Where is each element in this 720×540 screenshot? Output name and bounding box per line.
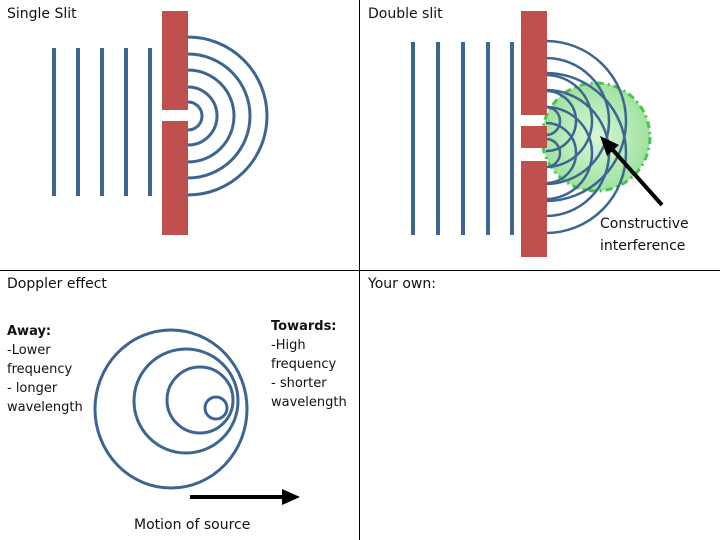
doppler-effect-title: Doppler effect xyxy=(7,276,107,292)
away-heading: Away: xyxy=(7,324,52,339)
single-slit-diagram xyxy=(52,11,269,235)
away-line-4: wavelength xyxy=(7,400,83,415)
towards-line-1: -High xyxy=(271,338,306,353)
towards-line-4: wavelength xyxy=(271,395,347,410)
motion-arrow xyxy=(190,489,300,505)
doppler-diagram xyxy=(93,328,300,505)
diffracted-wavefronts xyxy=(188,35,269,197)
away-line-1: -Lower xyxy=(7,343,51,358)
doppler-wavefronts xyxy=(93,328,249,490)
horizontal-divider xyxy=(0,270,720,271)
constructive-interference-label: Constructive interference xyxy=(600,213,689,257)
interference-arrow xyxy=(600,136,664,207)
towards-block: Towards: -High frequency - shorter wavel… xyxy=(271,317,347,412)
incoming-wavefronts xyxy=(52,48,152,196)
double-slit-barrier xyxy=(521,11,547,257)
away-block: Away: -Lower frequency - longer waveleng… xyxy=(7,322,83,417)
away-line-2: frequency xyxy=(7,362,73,377)
single-slit-title: Single Slit xyxy=(7,6,77,22)
towards-line-2: frequency xyxy=(271,357,337,372)
double-slit-title: Double slit xyxy=(368,6,443,22)
your-own-title: Your own: xyxy=(368,276,436,292)
annotation-line-2: interference xyxy=(600,238,686,254)
annotation-line-1: Constructive xyxy=(600,216,689,232)
double-slit-diagram xyxy=(411,11,664,257)
motion-of-source-label: Motion of source xyxy=(134,517,251,533)
single-slit-barrier xyxy=(162,11,188,235)
towards-heading: Towards: xyxy=(271,319,337,334)
towards-line-3: - shorter xyxy=(271,376,327,391)
incoming-wavefronts-double xyxy=(411,42,514,235)
away-line-3: - longer xyxy=(7,381,58,396)
